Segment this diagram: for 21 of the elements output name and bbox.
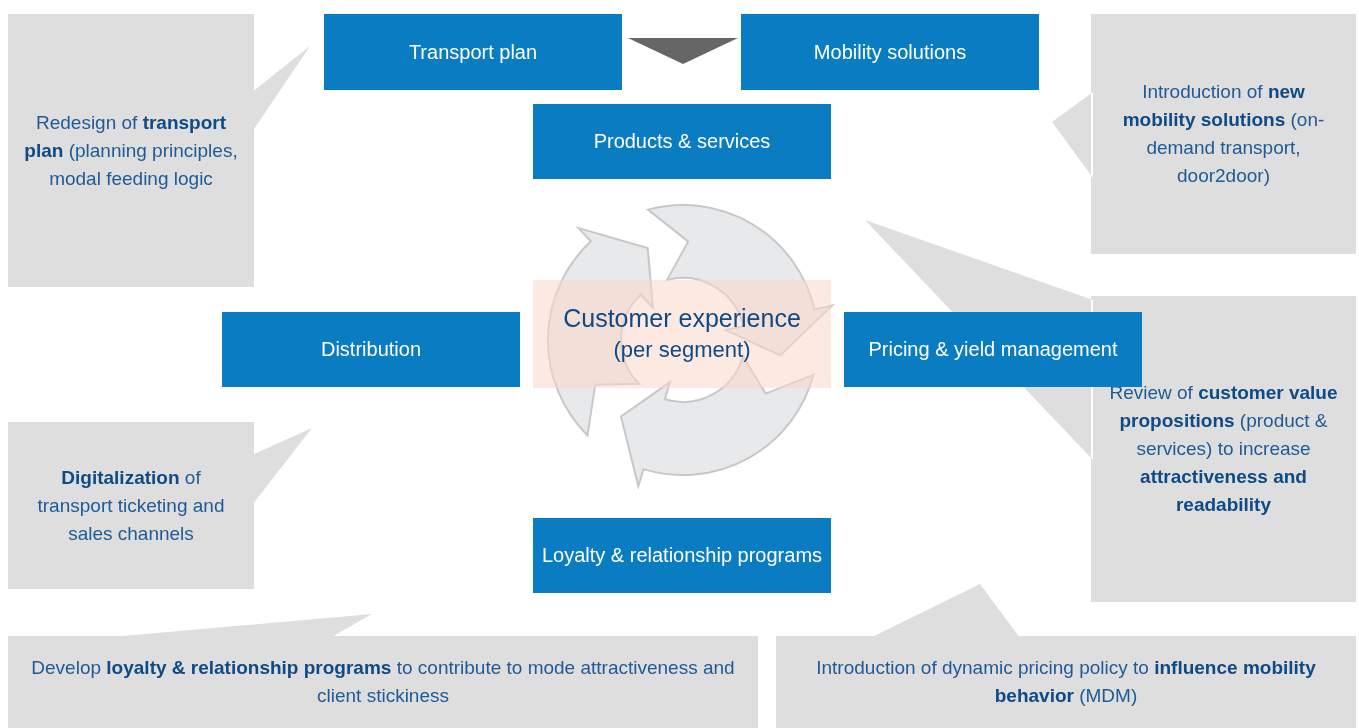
speech-bubble xyxy=(8,422,312,589)
callout-text: Develop loyalty & relationship programs to contribute to mode attractiveness and client stickiness xyxy=(30,656,736,708)
speech-bubble xyxy=(776,584,1356,728)
callout-text: Introduction of new mobility solutions (on-demand transport, door2door) xyxy=(1121,80,1326,188)
process-box: Loyalty & relationship programs xyxy=(533,518,831,593)
highlight-band xyxy=(533,280,831,388)
triangle-marker xyxy=(628,38,738,64)
center-title: Customer experience xyxy=(563,303,801,334)
process-box: Distribution xyxy=(222,312,520,387)
process-box: Pricing & yield management xyxy=(844,312,1142,387)
process-box: Mobility solutions xyxy=(741,14,1039,90)
callout-text: Introduction of dynamic pricing policy to influence mobility behavior (MDM) xyxy=(815,656,1317,708)
speech-bubble xyxy=(8,614,758,728)
speech-bubble xyxy=(8,14,310,287)
speech-bubble xyxy=(1052,14,1356,254)
process-box: Products & services xyxy=(533,104,831,179)
process-box: Transport plan xyxy=(324,14,622,90)
callout-text: Redesign of transport plan (planning principles, modal feeding logic xyxy=(23,110,239,191)
center-subtitle: (per segment) xyxy=(613,336,751,364)
speech-bubble xyxy=(865,220,1356,602)
callout-text: Digitalization of transport ticketing and sales channels xyxy=(36,465,226,546)
